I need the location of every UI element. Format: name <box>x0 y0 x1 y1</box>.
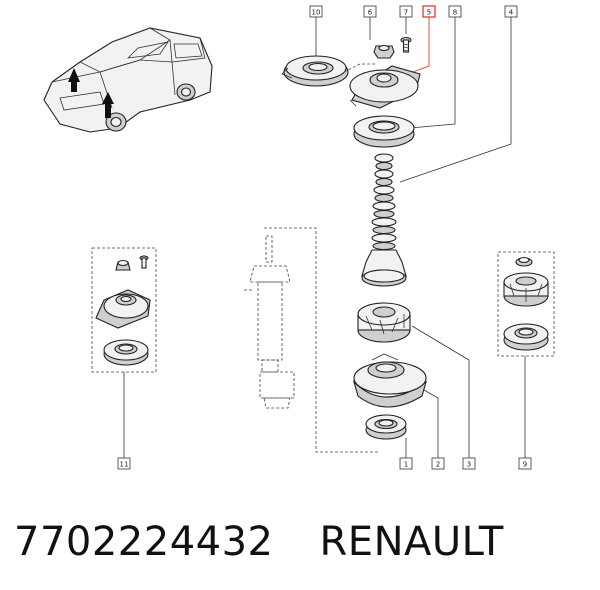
callout-6: 6 <box>363 5 377 18</box>
part-4-dust-boot <box>361 153 407 287</box>
svg-text:1: 1 <box>404 461 408 469</box>
svg-text:2: 2 <box>436 461 440 469</box>
footer-caption: 7702224432 RENAULT <box>14 512 594 572</box>
callout-5-highlighted: 5 <box>422 5 436 18</box>
callout-1: 1 <box>399 457 413 470</box>
part-7-bolt <box>400 36 412 53</box>
callout-11: 11 <box>117 457 131 470</box>
svg-text:3: 3 <box>467 461 471 469</box>
part-1-lower-bearing <box>365 414 407 440</box>
car-illustration <box>43 27 213 133</box>
part-2-lower-cup <box>352 353 427 408</box>
leader-lines <box>123 17 526 458</box>
svg-text:4: 4 <box>509 9 514 17</box>
svg-text:8: 8 <box>453 9 457 17</box>
svg-text:7: 7 <box>404 9 408 17</box>
part-10-cup <box>281 55 349 87</box>
callout-10: 10 <box>309 5 323 18</box>
part-3-spring-seat <box>357 302 411 343</box>
svg-text:5: 5 <box>427 9 431 17</box>
callout-4: 4 <box>504 5 518 18</box>
callout-3: 3 <box>462 457 476 470</box>
brand-name: RENAULT <box>319 519 504 565</box>
shock-absorber-outline <box>244 227 380 453</box>
svg-text:9: 9 <box>523 461 527 469</box>
part-6-nut <box>373 44 395 59</box>
callout-9: 9 <box>518 457 532 470</box>
part-number: 7702224432 <box>14 519 274 565</box>
part-8-bearing <box>353 115 415 148</box>
callout-2: 2 <box>431 457 445 470</box>
svg-text:10: 10 <box>312 9 321 17</box>
svg-text:11: 11 <box>120 461 129 469</box>
kit-9-box <box>497 251 555 357</box>
part-5-strut-mount <box>349 65 421 109</box>
callout-8: 8 <box>448 5 462 18</box>
callout-7: 7 <box>399 5 413 18</box>
kit-11-box <box>91 247 157 373</box>
svg-text:6: 6 <box>368 9 373 17</box>
